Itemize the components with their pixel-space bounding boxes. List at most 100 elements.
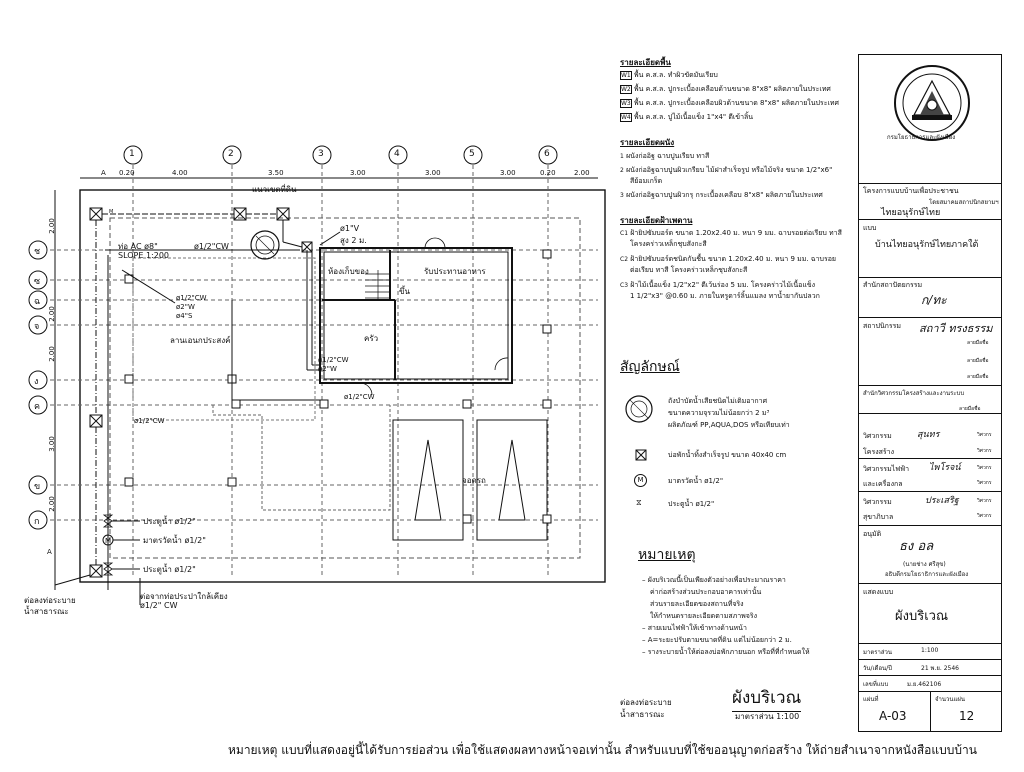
floor-item: W4 พื้น ค.ส.ล. ปูไม้เนื้อแข็ง 1"x4" ตีเข… [620, 112, 753, 123]
floor-title: รายละเอียดพื้น [620, 58, 671, 67]
dim-top-8: 2.00 [574, 169, 590, 177]
sheet-no: A-03 [879, 709, 907, 723]
cw-center-label: ø1/2"CW [344, 393, 375, 401]
row-letter-6: ค [34, 402, 41, 412]
room-dining: รับประทานอาหาร [424, 267, 486, 276]
legend-text: บ่อพักน้ำทิ้งสำเร็จรูป ขนาด 40x40 cm [668, 451, 787, 459]
divider [859, 583, 1001, 584]
row-letter-7: ข [34, 482, 41, 492]
wall-text-cont: สีย้อมเกร็ด [630, 177, 663, 185]
row-letter-3: ฉ [34, 297, 41, 307]
yard-label: ลานเอนกประสงค์ [170, 336, 231, 345]
pipe-ac-label: ท่อ AC ø8" [118, 242, 158, 251]
row-letter-5: ง [34, 377, 39, 387]
divider [859, 317, 1001, 318]
valve-label-1: ประตูน้ำ ø1/2" [143, 517, 196, 526]
drain-left-1: ต่อลงท่อระบาย [24, 596, 76, 605]
grid-number-2: 2 [228, 149, 234, 159]
dim-a-top: A [101, 169, 106, 177]
plan-scale: มาตราส่วน 1:100 [735, 712, 800, 721]
divider [859, 659, 1001, 660]
divider [859, 525, 1001, 526]
eng-label: วิศวกรรม [863, 432, 892, 440]
org-sub: โดยสมาคมสถาปนิกสยามฯ [929, 199, 999, 206]
pipe-s-a: ø4"S [176, 312, 193, 320]
pipe-cw-a: ø1/2"CW [176, 294, 207, 302]
wall-text: ผนังก่ออิฐฉาบปูนผิวเกรียบ ไม้ฝาสำเร็จรูป… [626, 166, 833, 174]
eng-id: วิศวกร [977, 498, 992, 504]
department-seal-icon [894, 65, 970, 141]
approver-title: อธิบดีกรมโยธาธิการและผังเมือง [885, 571, 969, 578]
sheets-count: 12 [959, 709, 975, 723]
notes-title: หมายเหตุ [638, 547, 696, 563]
wall-code: 2 [620, 167, 624, 174]
footer-note: หมายเหตุ แบบที่แสดงอยู่นี้ได้รับการย่อส่… [228, 743, 977, 757]
sheets-label: จำนวนแผ่น [935, 696, 965, 703]
sheet-no-label: แผ่นที่ [863, 696, 879, 703]
ceiling-title: รายละเอียดฝ้าเพดาน [620, 216, 693, 225]
eng-label: และเครื่องกล [863, 480, 903, 488]
signature-label: ลายมือชื่อ [967, 374, 989, 380]
floor-code: W1 [620, 71, 632, 80]
divider [859, 385, 1001, 386]
dim-top-3: 3.50 [268, 169, 284, 177]
room-storage: ห้องเก็บของ [328, 267, 369, 276]
row-letter-2: ซ [34, 277, 41, 287]
site-plan-drawing: M M [28, 145, 606, 605]
legend-text: มาตรวัดน้ำ ø1/2" [668, 477, 724, 485]
room-kitchen: ครัว [364, 334, 379, 343]
note-text: ผังบริเวณนี้เป็นเพียงตัวอย่างเพื่อประมาณ… [647, 576, 786, 584]
divider [859, 219, 1001, 220]
arch-signature: สถาวี ทรงธรรม [919, 322, 993, 335]
scale-value: 1:100 [921, 647, 939, 654]
ceiling-text: ฝ้าไม้เนื้อแข็ง 1/2"x2" ตีเว้นร่อง 5 มม.… [630, 281, 816, 289]
wall-item: 3 ผนังก่ออิฐฉาบปูนผิวกรุ กระเบื้องเคลือบ… [620, 190, 823, 201]
signature-label: ลายมือชื่อ [967, 340, 989, 346]
sheet-title: ผังบริเวณ [895, 609, 949, 624]
divider [859, 277, 1001, 278]
stair-up-label: ขึ้น [399, 287, 410, 296]
note-text: สายเมนไฟฟ้าให้เข้าทางด้านหน้า [647, 624, 747, 632]
ceiling-text-cont: โครงคร่าวเหล็กชุบสังกะสี [630, 240, 707, 248]
wall-item: 2 ผนังก่ออิฐฉาบปูนผิวเกรียบ ไม้ฝาสำเร็จร… [620, 165, 832, 176]
eng-id: วิศวกร [977, 432, 992, 438]
specs-panel: รายละเอียดพื้น W1 พื้น ค.ส.ล. ทำผิวขัดมั… [620, 56, 855, 620]
wall-text: ผนังก่ออิฐ ฉาบปูนเรียบ ทาสี [626, 152, 710, 160]
dim-left-4: 3.00 [47, 436, 56, 452]
row-letter-8: ก [34, 517, 40, 527]
supply-left-1: ต่อจากท่อประปาใกล้เคียง [140, 592, 228, 601]
approver-signature: ธง อล [899, 539, 934, 554]
wall-code: 3 [620, 192, 624, 199]
note-item: – สายเมนไฟฟ้าให้เข้าทางด้านหน้า [642, 624, 747, 632]
divider [859, 491, 1001, 492]
org-name: โครงการแบบบ้านเพื่อประชาชน [863, 187, 959, 195]
series-name: ไทยอนุรักษ์ไทย [881, 208, 941, 218]
eng-signature: สุนทร [917, 430, 940, 440]
title-block: กรมโยธาธิการและผังเมือง โครงการแบบบ้านเพ… [858, 54, 1002, 732]
floor-item: W3 พื้น ค.ส.ล. ปูกระเบื้องเคลือบผิวด้านข… [620, 98, 839, 109]
grid-number-5: 5 [469, 149, 475, 159]
dim-left-5: 2.00 [47, 496, 56, 512]
eng-signature: ไพโรจน์ [929, 463, 961, 473]
plan-title: ผังบริเวณ [732, 684, 802, 712]
wall-item: 1 ผนังก่ออิฐ ฉาบปูนเรียบ ทาสี [620, 151, 709, 162]
legend-text: ขนาดความจุรวมไม่น้อยกว่า 2 ม³ [668, 409, 770, 417]
boundary-label: แนวเขตที่ดิน [252, 185, 297, 194]
divider [859, 675, 1001, 676]
legend-text: ประตูน้ำ ø1/2" [668, 500, 715, 508]
wall-text: ผนังก่ออิฐฉาบปูนผิวกรุ กระเบื้องเคลือบ 8… [626, 191, 823, 199]
dim-top-7: 0.20 [540, 169, 556, 177]
house-label: แบบ [863, 224, 877, 232]
pipe-w-b: ø2"W [318, 365, 337, 373]
architect-signature: ก/ทะ [921, 293, 947, 307]
ceiling-text: ฝ้ายิปซัมบอร์ดชนิดกันชื้น ขนาด 1.20x2.40… [630, 255, 837, 263]
septic-tank-icon [625, 395, 653, 423]
dim-left-3: 2.00 [47, 346, 56, 362]
ceiling-code: C1 [620, 230, 629, 237]
floor-code: W2 [620, 85, 632, 94]
approver-name: (นายช่าง ศรีสุข) [903, 561, 946, 568]
dim-top-2: 4.00 [172, 169, 188, 177]
drain-bottom-2: น้ำสาธารณะ [620, 710, 665, 719]
architect-office: สำนักสถาปัตยกรรม [863, 281, 923, 289]
row-letter-4: จ [34, 322, 40, 332]
